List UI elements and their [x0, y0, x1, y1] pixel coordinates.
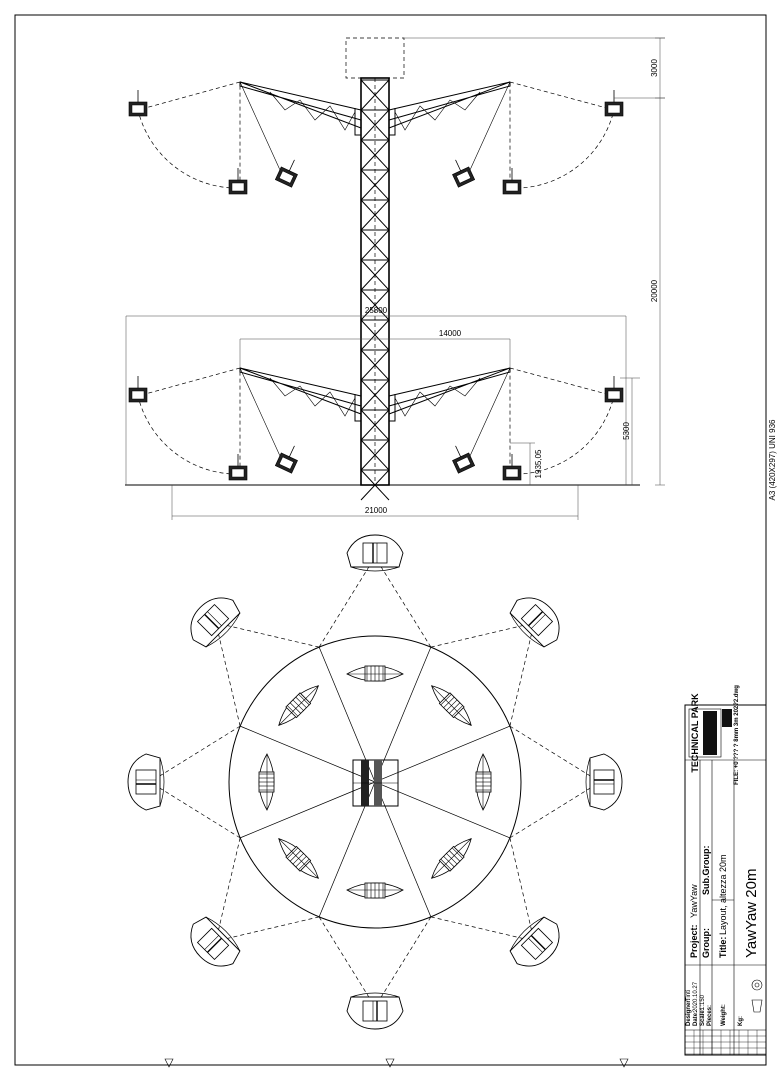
project-label: Project:: [689, 924, 699, 958]
drawing-name: YawYaw 20m: [743, 869, 760, 958]
elevation-gondola: [604, 376, 624, 403]
dim-arm-span: 14000: [439, 329, 462, 338]
elevation-gondola: [228, 168, 248, 195]
plan-inner-gondola: [346, 665, 404, 682]
plan-view: [127, 534, 623, 1030]
plan-inner-gondola: [475, 753, 492, 811]
pieces-label: Pieces:: [707, 1005, 713, 1026]
plan-spoke: [374, 781, 511, 839]
lower-arm-left: [239, 367, 362, 422]
scale-value: 1:150: [700, 994, 706, 1010]
plan-outer-gondola: [585, 753, 623, 811]
plan-spoke: [374, 781, 432, 918]
project-value: YawYaw: [689, 884, 699, 918]
plan-inner-gondola: [258, 753, 275, 811]
center-markers: [164, 1058, 629, 1068]
projection-symbol: [751, 979, 763, 991]
plan-outer-gondola: [190, 597, 241, 648]
group-label: Group:: [701, 928, 711, 958]
upper-arm-left: [239, 81, 362, 136]
designer-value: Tinti: [686, 990, 692, 1001]
elevation-gondola: [452, 445, 476, 474]
plan-inner-gondola: [346, 882, 404, 899]
company-logo-text: TECHNICAL PARK: [690, 693, 700, 773]
plan-outer-gondola: [127, 753, 165, 811]
file-reference: FILE: +0 ??? ? 8mm 3m 202?2.dwg: [734, 685, 740, 785]
upper-left-swing-arc: [137, 81, 241, 189]
elevation-gondola: [128, 376, 148, 403]
plan-inner-gondola: [430, 685, 472, 727]
elevation-gondola: [274, 445, 298, 474]
plan-inner-gondola: [278, 837, 320, 879]
weight-label: Weight:: [721, 1004, 727, 1026]
elevation-gondola: [502, 454, 522, 481]
plan-inner-gondola: [430, 837, 472, 879]
dim-side-height: 5300: [622, 422, 631, 440]
plan-outer-gondolas: [127, 534, 623, 1030]
subgroup-label: Sub.Group:: [701, 846, 711, 896]
title-label: Title:: [718, 937, 728, 958]
plan-spoke: [374, 725, 511, 783]
revision-table: [684, 1030, 767, 1055]
dim-gondola-height: 1935,05: [534, 449, 543, 478]
kg-label: Kg:: [738, 1016, 744, 1026]
plan-outer-gondola: [509, 916, 560, 967]
elevation-gondola: [128, 90, 148, 117]
lower-arm-right: [388, 367, 511, 422]
sheet-format-label: A3 (420X297) UNI 936: [768, 419, 777, 500]
upper-arm-right: [388, 81, 511, 136]
plan-outer-gondola: [190, 916, 241, 967]
elevation-view: 3000 20000 25800 14000 5300 1935,05 2100…: [125, 37, 665, 520]
lower-right-swing-arc: [509, 367, 615, 475]
plan-inner-gondolas: [258, 665, 492, 899]
title-block: TECHNICAL PARK FILE: +0 ??? ? 8mm 3m 202…: [684, 685, 767, 1056]
lower-left-swing-arc: [137, 367, 241, 475]
dim-height: 20000: [650, 279, 659, 302]
scale-label: Scale:: [700, 1008, 706, 1026]
elevation-gondola: [604, 90, 624, 117]
lattice-mast: [360, 77, 390, 501]
plan-chain-star: [149, 556, 601, 1008]
title-value: Layout, altezza 20m: [718, 854, 728, 935]
plan-outer-gondola: [509, 597, 560, 648]
designer-label: Designer:: [686, 998, 692, 1026]
elevation-gondola: [452, 159, 476, 188]
plan-outer-gondola: [346, 992, 404, 1030]
plan-outer-gondola: [346, 534, 404, 572]
elevation-gondola: [274, 159, 298, 188]
elevation-gondola: [228, 454, 248, 481]
plan-inner-gondola: [278, 685, 320, 727]
dim-top-clearance: 3000: [650, 59, 659, 77]
date-label: Date:: [693, 1011, 699, 1026]
central-hub: [352, 759, 399, 807]
dimension-lines: [125, 37, 665, 520]
dim-base-width: 21000: [365, 506, 388, 515]
date-value: 2020.10.27: [693, 981, 699, 1012]
plan-outer-circle: [228, 635, 522, 929]
upper-right-swing-arc: [509, 81, 615, 189]
tower-head-outline: [345, 37, 405, 79]
dim-outer-span: 25800: [365, 306, 388, 315]
elevation-gondola: [502, 168, 522, 195]
